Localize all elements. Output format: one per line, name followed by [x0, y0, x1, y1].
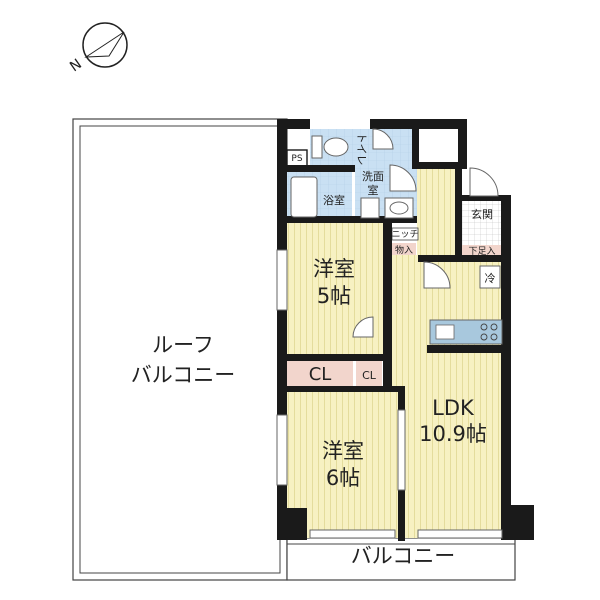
- walls: [277, 119, 534, 541]
- bathtub-icon: [290, 176, 318, 218]
- western-room-1-size: 5帖: [317, 284, 351, 308]
- roof-balcony-label-line2: バルコニー: [131, 363, 236, 387]
- shoe-box: [462, 245, 502, 257]
- washing-machine-space: [360, 197, 380, 219]
- ldk-size: 10.9帖: [419, 422, 487, 446]
- storage-label: 物入: [395, 244, 413, 256]
- entrance-door[interactable]: [469, 167, 499, 197]
- fridge-space: [479, 265, 501, 289]
- closet-small: [356, 361, 382, 386]
- roof-balcony: [72, 118, 288, 581]
- ldk-floor: [392, 255, 502, 538]
- niche-label: ニッチ: [391, 229, 418, 240]
- windows: [276, 249, 503, 539]
- toilet-label: トイレ: [355, 133, 368, 166]
- wash-basin-icon: [384, 197, 414, 219]
- storage: [392, 243, 416, 255]
- pipe-space-label: PS: [291, 154, 302, 164]
- ldk-name: LDK: [432, 396, 475, 420]
- hallway-floor: [417, 168, 457, 255]
- bathroom-label: 浴室: [323, 193, 345, 207]
- toilet-door: [372, 128, 394, 150]
- washroom-door: [389, 164, 417, 192]
- ldk-door[interactable]: [423, 261, 451, 289]
- closet-large-label: CL: [309, 364, 332, 385]
- closet-small-label: CL: [362, 369, 377, 382]
- shoe-box-label: 下足入: [468, 246, 495, 257]
- western-room-1-name: 洋室: [313, 257, 355, 281]
- compass-icon: [82, 22, 128, 68]
- toilet-icon: [311, 135, 349, 159]
- kitchen-counter: [429, 319, 503, 345]
- balcony-label: バルコニー: [351, 544, 456, 568]
- fridge-label: 冷: [485, 272, 496, 285]
- balcony: [286, 537, 516, 581]
- stove-icon: [480, 323, 498, 341]
- washroom-label-line1: 洗面: [362, 170, 384, 183]
- closet-large: [287, 361, 353, 386]
- compass-north-label: N: [67, 56, 85, 75]
- entrance-floor: [462, 195, 502, 245]
- western-room-2-name: 洋室: [322, 439, 364, 463]
- entrance-label: 玄関: [471, 207, 493, 221]
- western-room-2-size: 6帖: [326, 466, 360, 490]
- washroom-label-line2: 室: [368, 183, 379, 197]
- roof-balcony-label-line1: ルーフ: [152, 333, 214, 357]
- western-room-1-door[interactable]: [352, 316, 374, 338]
